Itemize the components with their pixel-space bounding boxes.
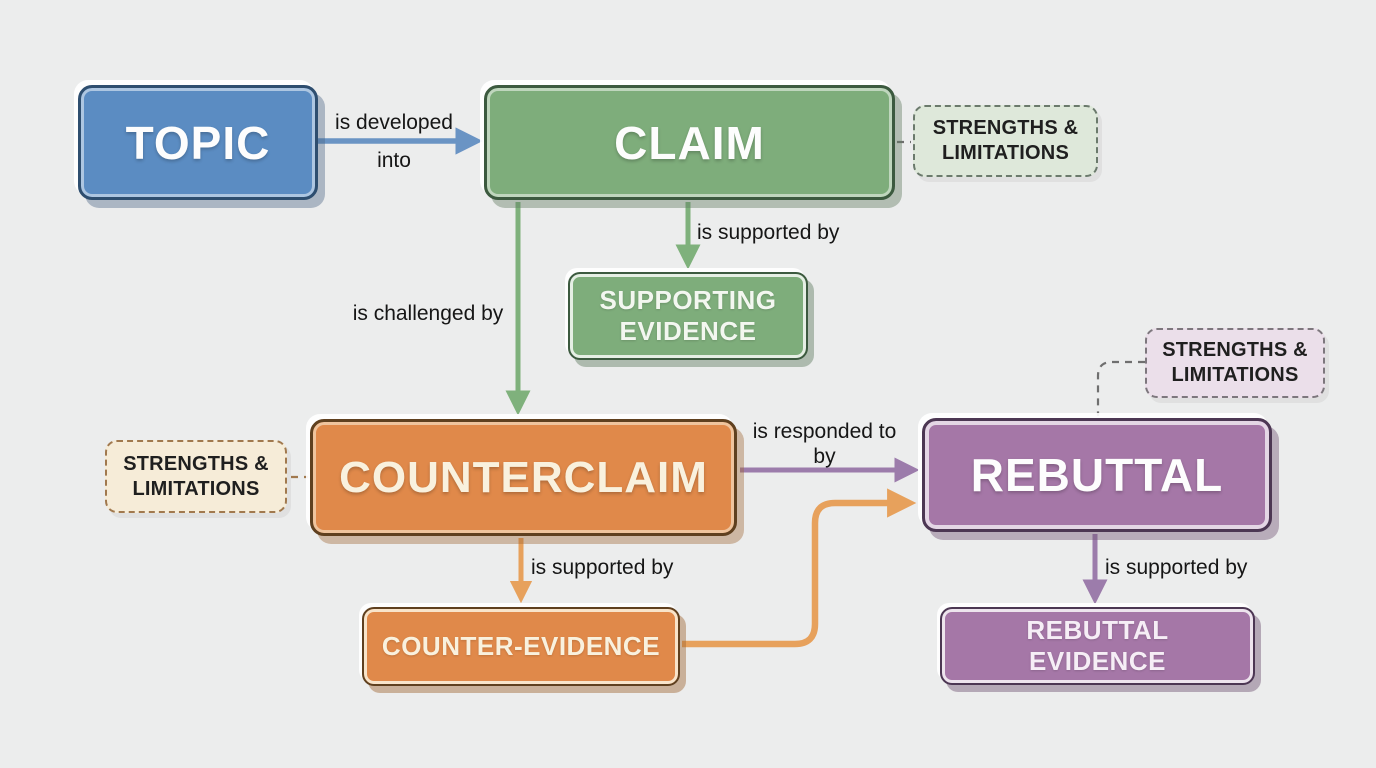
arrow-counter-evidence-to-rebuttal [682, 488, 917, 648]
edge-label-is-responded-to-by: is responded to by [752, 420, 897, 468]
counter-evidence-label: COUNTER-EVIDENCE [381, 631, 661, 661]
dashed-connector-rebuttal-strengths [1096, 360, 1145, 416]
strengths-limitations-label: STRENGTHS & LIMITATIONS [123, 452, 269, 500]
rebuttal-node: REBUTTAL [922, 418, 1272, 532]
supporting-evidence-node: SUPPORTING EVIDENCE [568, 272, 808, 360]
strengths-limitations-note-claim: STRENGTHS & LIMITATIONS [913, 105, 1098, 177]
rebuttal-evidence-node: REBUTTAL EVIDENCE [940, 607, 1255, 685]
counterclaim-node: COUNTERCLAIM [310, 419, 737, 536]
edge-label-is-developed-into: is developed into [335, 111, 453, 172]
claim-node: CLAIM [484, 85, 895, 200]
supporting-evidence-label: SUPPORTING EVIDENCE [599, 285, 777, 346]
edge-label-is-supported-by-counterclaim: is supported by [531, 556, 674, 579]
strengths-limitations-label: STRENGTHS & LIMITATIONS [1162, 339, 1308, 386]
rebuttal-evidence-label: REBUTTAL EVIDENCE [1026, 615, 1169, 676]
strengths-limitations-note-rebuttal: STRENGTHS & LIMITATIONS [1145, 328, 1325, 398]
edge-label-is-challenged-by: is challenged by [352, 302, 504, 325]
strengths-limitations-note-counterclaim: STRENGTHS & LIMITATIONS [105, 440, 287, 513]
topic-label: TOPIC [125, 116, 271, 169]
edge-label-is-supported-by-rebuttal: is supported by [1105, 556, 1248, 579]
edge-label-is-supported-by-claim: is supported by [697, 221, 840, 244]
claim-label: CLAIM [614, 116, 765, 169]
topic-node: TOPIC [78, 85, 318, 200]
rebuttal-label: REBUTTAL [970, 449, 1224, 501]
counter-evidence-node: COUNTER-EVIDENCE [362, 607, 680, 686]
counterclaim-label: COUNTERCLAIM [339, 452, 708, 502]
strengths-limitations-label: STRENGTHS & LIMITATIONS [932, 117, 1079, 164]
